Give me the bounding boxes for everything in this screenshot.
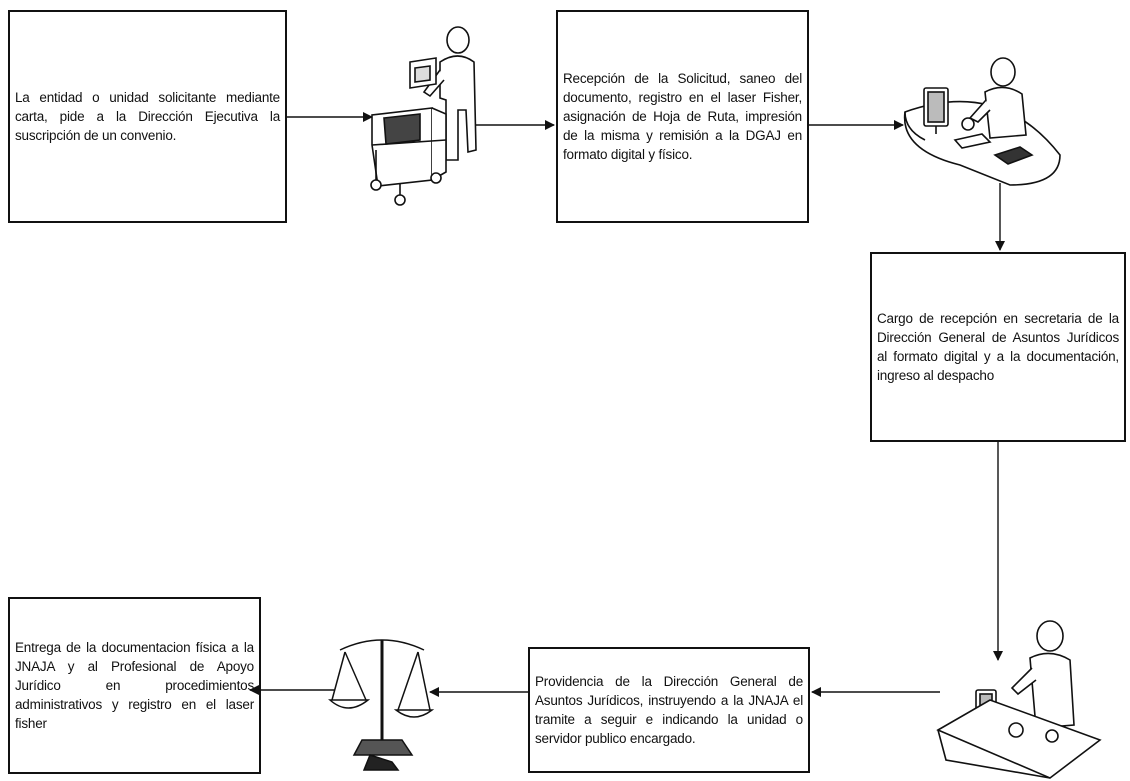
desk-computer-worker-icon bbox=[903, 57, 1061, 186]
step-2-box: Recepción de la Solicitud, saneo del doc… bbox=[556, 10, 809, 223]
step-1-box: La entidad o unidad solicitante mediante… bbox=[8, 10, 287, 223]
mail-cart-clerk-icon bbox=[370, 26, 477, 206]
step-5-text: Entrega de la documentacion física a la … bbox=[15, 640, 254, 731]
step-3-box: Cargo de recepción en secretaria de la D… bbox=[870, 252, 1126, 442]
step-2-text: Recepción de la Solicitud, saneo del doc… bbox=[563, 71, 802, 162]
step-4-box: Providencia de la Dirección General de A… bbox=[528, 647, 810, 773]
step-5-box: Entrega de la documentacion física a la … bbox=[8, 597, 261, 774]
scales-of-justice-icon bbox=[328, 639, 435, 771]
desk-computer-worker-icon bbox=[936, 620, 1102, 779]
step-4-text: Providencia de la Dirección General de A… bbox=[535, 674, 803, 746]
step-1-text: La entidad o unidad solicitante mediante… bbox=[15, 90, 280, 143]
step-3-text: Cargo de recepción en secretaria de la D… bbox=[877, 311, 1119, 383]
